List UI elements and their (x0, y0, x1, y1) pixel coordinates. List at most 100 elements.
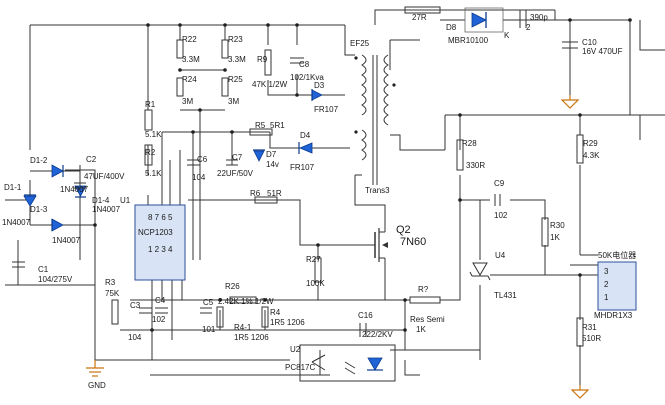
label-r27-val: 100K (306, 279, 325, 288)
label-c5-val: 101 (202, 325, 216, 334)
resistor-r2 (144, 144, 153, 166)
label-c2-val: 47UF/400V (84, 172, 125, 181)
label-c10: C10 (582, 38, 597, 47)
label-d4: D4 (300, 131, 311, 140)
labels: D1-1 D1-2 D1-3 D1-4 1N4007 1N4007 1N4007… (2, 13, 636, 390)
label-r22: R22 (182, 35, 197, 44)
label-27r: 27R (412, 13, 427, 22)
ground-secondary-icon (560, 95, 580, 109)
label-pot: 50K电位器 (598, 250, 636, 260)
label-pot-pin-2: 2 (604, 280, 609, 289)
label-u4-part: TL431 (494, 291, 517, 300)
diode-d3-icon (311, 89, 323, 101)
label-r9-val: 47K 1/2W (252, 80, 288, 89)
diode-d1-3-icon (51, 218, 64, 232)
resistor-r6 (254, 196, 278, 204)
label-d3: D3 (314, 81, 325, 90)
label-r24-val: 3M (182, 97, 193, 106)
label-r31: R31 (582, 323, 597, 332)
label-gnd: GND (88, 381, 106, 390)
zener-d7-icon (253, 150, 265, 162)
label-r23: R23 (228, 35, 243, 44)
label-r1: R1 (145, 100, 156, 109)
resistor-r9 (264, 49, 272, 76)
regulator-u4-tl431 (469, 262, 491, 281)
ic-u1-ncp1203 (134, 204, 186, 281)
diode-d4-icon (298, 142, 313, 154)
label-d1-2: D1-2 (30, 156, 48, 165)
label-mhdr: MHDR1X3 (594, 311, 633, 320)
opto-led-icon (367, 357, 383, 371)
label-390p: 390p (530, 13, 548, 22)
resistor-r31 (576, 317, 584, 347)
label-c8-val: 102/1Kva (290, 73, 324, 82)
label-c1-val: 104/275V (38, 275, 73, 284)
label-rq-val1: Res Semi (410, 315, 445, 324)
label-d1-4-val: 1N4007 (92, 205, 121, 214)
diodes (253, 7, 504, 162)
label-u1-pins-bot: 1 2 3 4 (148, 245, 173, 254)
label-r29-val: 4.3K (583, 151, 600, 160)
label-two: 2 (526, 23, 531, 32)
label-rq-val2: 1K (416, 325, 426, 334)
label-r30-val: 1K (550, 233, 560, 242)
label-c6: C6 (197, 155, 208, 164)
pot-header (597, 261, 637, 311)
label-d3-val: FR107 (314, 105, 339, 114)
label-r28-val: 330R (466, 161, 485, 170)
label-r4-val: 1R5 1206 (270, 318, 305, 327)
label-c4: C4 (155, 296, 166, 305)
resistors (111, 6, 584, 347)
label-d7-val: 14v (266, 160, 279, 169)
resistor-rq (409, 296, 441, 304)
label-d4-val: FR107 (290, 163, 315, 172)
resistor-r4 (261, 306, 269, 328)
ground-tl431-icon (570, 385, 590, 399)
diode-d1-1-icon (23, 195, 37, 207)
label-c9-val: 102 (494, 211, 508, 220)
label-r4: R4 (270, 308, 281, 317)
label-r26-val: 2.42K 1% 1/2W (218, 297, 274, 306)
label-u1-pins-top: 8 7 6 5 (148, 213, 173, 222)
label-r22-val: 3.3M (182, 55, 200, 64)
label-r3-val: 75K (105, 289, 120, 298)
label-k: K (504, 31, 510, 40)
resistor-r1 (144, 109, 153, 131)
label-c8: C8 (299, 60, 310, 69)
label-d7: D7 (266, 150, 277, 159)
label-r6: R6 (250, 189, 261, 198)
label-rq: R? (418, 285, 429, 294)
label-d1-1: D1-1 (4, 183, 22, 192)
optocoupler-u2 (299, 344, 396, 382)
label-u4: U4 (495, 251, 506, 260)
label-c16-val: 222/2KV (362, 330, 393, 339)
label-pot-pin-3: 3 (604, 267, 609, 276)
resistor-r22 (176, 39, 184, 59)
resistor-r5 (249, 128, 273, 136)
label-q2-val: 7N60 (400, 236, 426, 248)
label-r3: R3 (105, 278, 116, 287)
label-u1-part: NCP1203 (138, 228, 173, 237)
resistor-r23 (221, 39, 229, 59)
resistor-r30 (541, 217, 549, 247)
resistor-r4-1 (216, 306, 224, 328)
label-ef25: EF25 (350, 39, 370, 48)
label-c7-val: 22UF/50V (217, 169, 254, 178)
label-r23-val: 3.3M (228, 55, 246, 64)
resistor-r28 (456, 139, 464, 171)
capacitors (139, 10, 578, 337)
label-c10-val: 16V 470UF (582, 47, 623, 56)
label-r30: R30 (550, 221, 565, 230)
label-r31-val: 510R (582, 334, 601, 343)
bridge-rectifier (12, 164, 87, 268)
resistor-r3 (111, 299, 119, 325)
label-r5-val: 5R1 (270, 121, 285, 130)
label-c2: C2 (86, 155, 97, 164)
label-c7: C7 (232, 153, 243, 162)
resistor-r25 (221, 77, 229, 97)
label-q2: Q2 (396, 224, 411, 236)
label-pot-pin-1: 1 (604, 293, 609, 302)
label-d1-4: D1-4 (92, 196, 110, 205)
